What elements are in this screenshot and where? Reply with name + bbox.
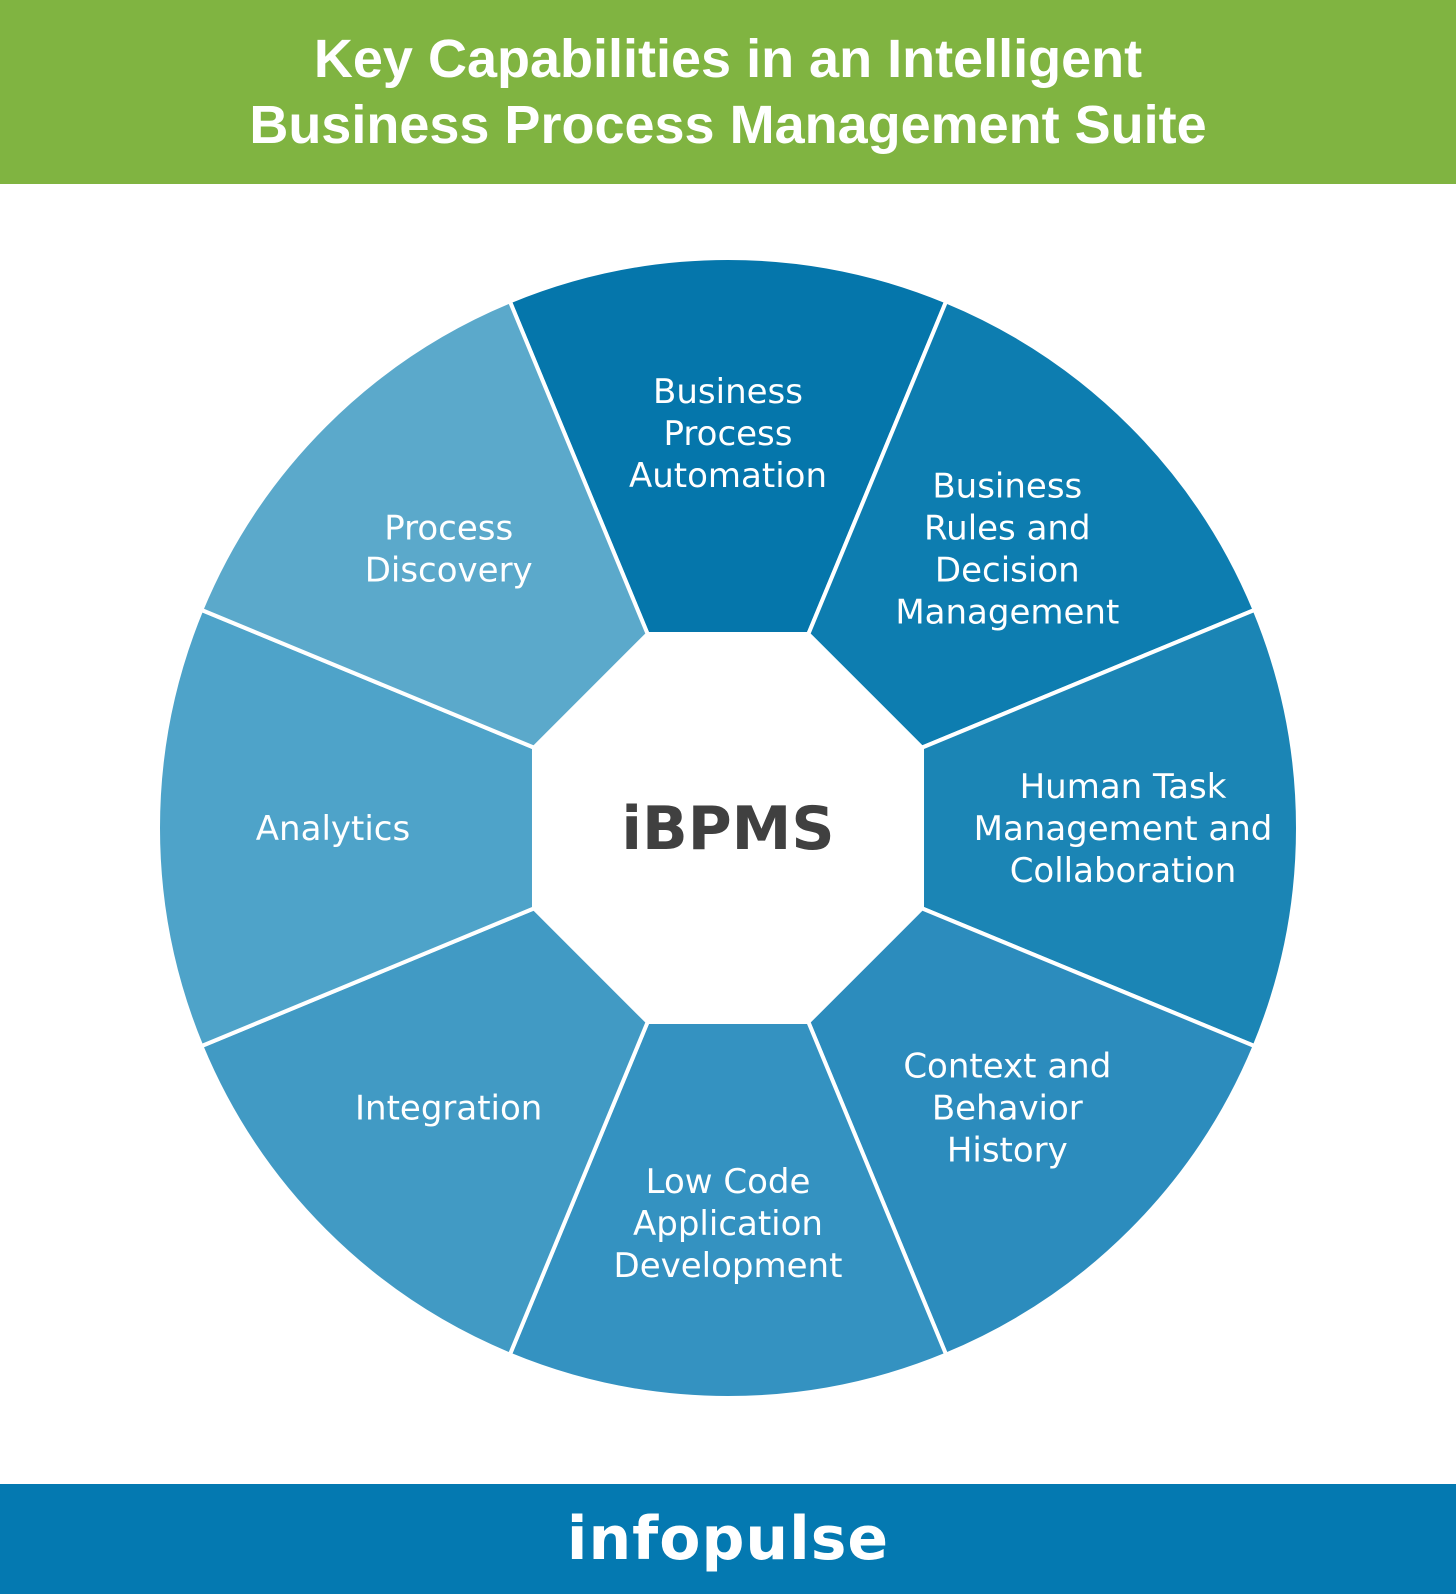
segment-label-line: History: [947, 1130, 1068, 1170]
title-banner: Key Capabilities in an Intelligent Busin…: [0, 0, 1456, 184]
segment-label-analytics: Analytics: [256, 809, 410, 849]
segment-label-line: Management: [895, 593, 1119, 633]
segment-label-line: Business: [653, 372, 803, 412]
segment-label-line: Business: [932, 467, 1082, 507]
segment-label-line: Application: [633, 1204, 823, 1244]
segment-analytics: [156, 607, 536, 1049]
segment-label-line: Discovery: [365, 551, 533, 591]
segment-label-line: Process: [664, 414, 793, 454]
segment-label-line: Automation: [629, 456, 827, 496]
segment-label-line: Decision: [935, 551, 1080, 591]
segment-business-rules-and-decision-management: [806, 298, 1258, 750]
title-line-2: Business Process Management Suite: [249, 95, 1207, 155]
segment-label-line: Process: [384, 509, 513, 549]
center-label: iBPMS: [621, 794, 834, 864]
segment-label-line: Analytics: [256, 809, 410, 849]
segment-label-line: Development: [614, 1246, 843, 1286]
segment-business-process-automation: [507, 256, 949, 636]
segment-label-line: Rules and: [924, 509, 1091, 549]
segment-low-code-application-development: [507, 1020, 949, 1400]
segment-label-line: Human Task: [1020, 767, 1227, 807]
segment-label-line: Integration: [355, 1088, 542, 1128]
segment-label-line: Management and: [974, 809, 1273, 849]
segment-label-line: Behavior: [932, 1088, 1083, 1128]
infopulse-logo: infopulse: [566, 1504, 890, 1574]
segment-label-line: Context and: [903, 1046, 1111, 1086]
title-line-1: Key Capabilities in an Intelligent: [313, 29, 1143, 89]
segment-label-integration: Integration: [355, 1088, 542, 1128]
footer-bar: infopulse: [0, 1484, 1456, 1594]
segment-human-task-management-and-collaboration: [920, 607, 1300, 1049]
segment-label-line: Collaboration: [1010, 851, 1237, 891]
segment-process-discovery: [198, 298, 650, 750]
segment-integration: [198, 906, 650, 1358]
segment-label-line: Low Code: [646, 1162, 811, 1202]
segment-context-and-behavior-history: [806, 906, 1258, 1358]
